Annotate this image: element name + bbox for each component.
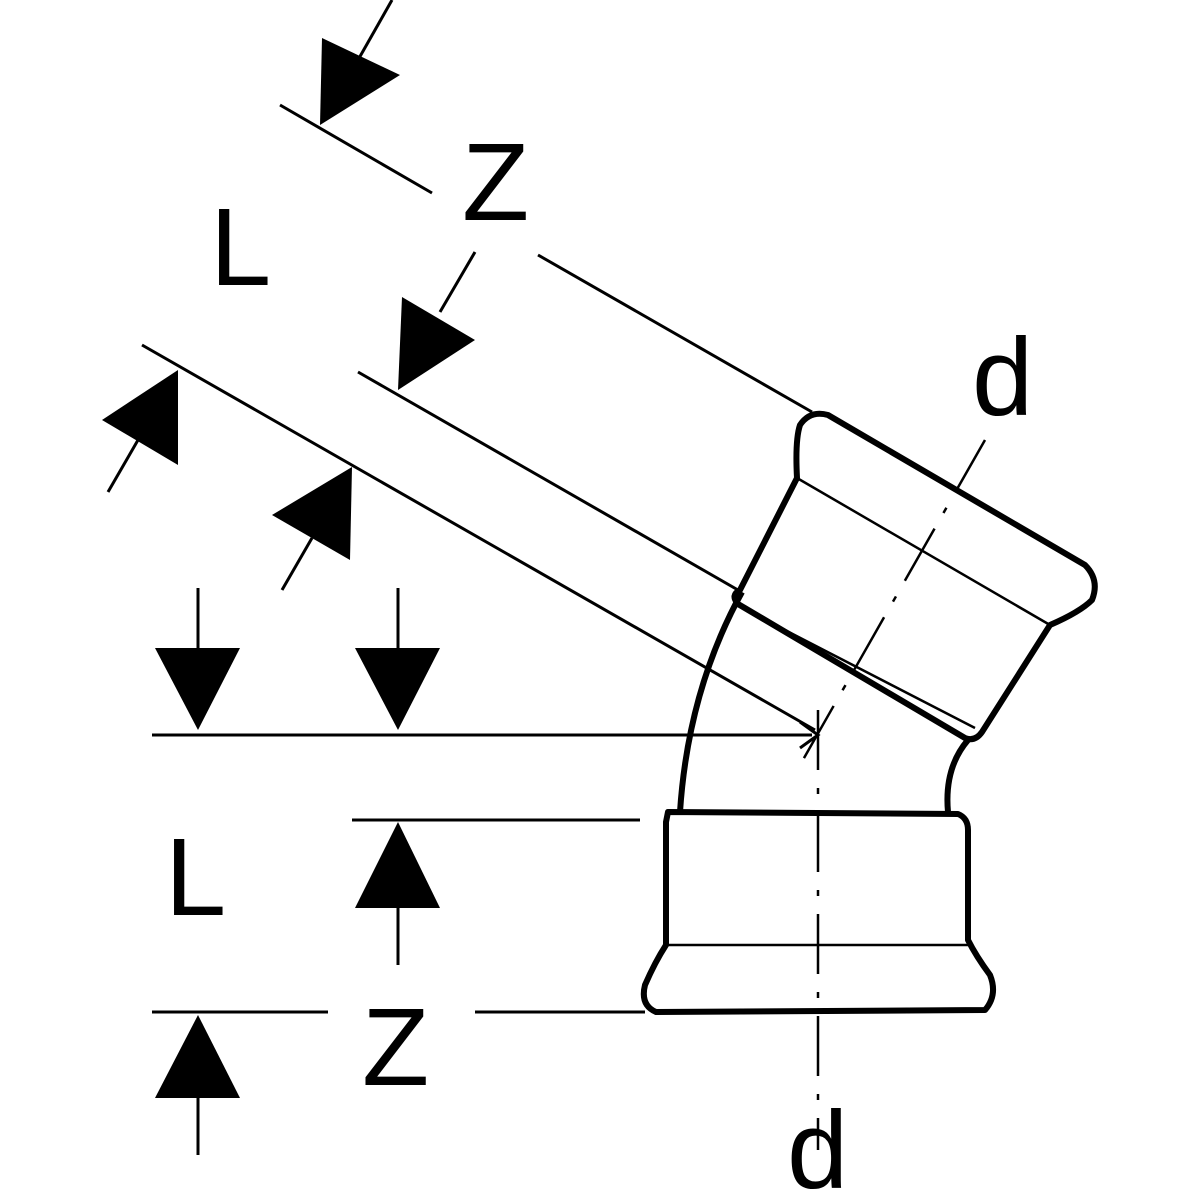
arrow-up-icon [155,1015,240,1098]
lower-socket [640,809,997,1015]
arrow-down-icon [155,648,240,730]
label-offset-lower: Z [362,986,429,1109]
label-diameter-upper: d [972,316,1033,439]
slanted-line-socket [357,370,739,592]
label-offset-upper: Z [462,121,529,244]
arrow-slanted-icon [102,370,178,465]
arrow-down-icon [355,648,440,730]
slanted-line-top [279,103,433,195]
label-diameter-lower: d [787,1089,848,1200]
upper-socket [731,410,1098,743]
arrow-slanted-icon [320,38,400,125]
label-length-upper: L [210,186,271,309]
arrow-slanted-icon [272,467,352,560]
arrow-slanted-icon [398,297,475,390]
centerline-slanted [798,439,987,766]
elbow-body-inner [944,738,971,813]
slanted-line-end [537,253,813,414]
arrow-up-icon [355,822,440,908]
elbow-body-outer [677,590,745,813]
label-length-lower: L [165,816,226,939]
slanted-line-center [141,343,816,732]
